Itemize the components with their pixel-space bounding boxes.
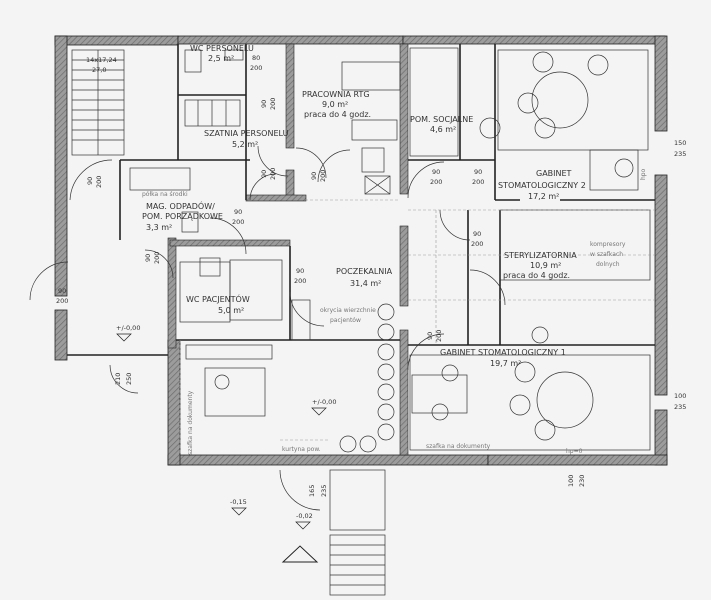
entrance-arrow-icon xyxy=(281,545,319,563)
elevation-e2: +/-0,00 xyxy=(312,398,336,406)
svg-text:200: 200 xyxy=(95,176,103,188)
door-label: 235 xyxy=(674,403,686,411)
room-wc-patient-name: WC PACJENTÓW xyxy=(186,293,250,304)
room-cabinet1-name: GABINET STOMATOLOGICZNY 1 xyxy=(440,348,566,357)
room-waste-area: 3,3 m² xyxy=(146,223,172,232)
room-waste-name2: POM. PORZĄDKOWE xyxy=(142,212,223,221)
door-label: 200 xyxy=(430,178,442,186)
room-locker-name: SZATNIA PERSONELU xyxy=(204,129,289,138)
door-label: 200 xyxy=(294,277,306,285)
annotation-cabinet-docs: szafka na dokumenty xyxy=(187,390,194,455)
elevation-labels: +/-0,00 +/-0,00 -0,15 -0,02 xyxy=(116,324,336,520)
svg-text:200: 200 xyxy=(153,252,161,264)
annotation-coats2: okrycia wierzchnie xyxy=(320,307,376,314)
room-cabinet2-area: 17,2 m² xyxy=(528,192,559,201)
annotation-hp0: hp=0 xyxy=(566,448,583,455)
annotations: półka na środki okrycia wierzchnie pacje… xyxy=(142,168,647,455)
door-label: 200 xyxy=(56,297,68,305)
svg-text:210: 210 xyxy=(114,373,122,385)
stairs-label: 14x17,24 xyxy=(86,56,117,64)
door-label: 90 xyxy=(58,287,66,295)
room-waiting-area: 31,4 m² xyxy=(350,279,381,288)
room-wc-patient-area: 5,0 m² xyxy=(218,306,244,315)
room-cabinet1-area: 19,7 m² xyxy=(490,359,521,368)
svg-text:100: 100 xyxy=(567,475,575,487)
svg-text:90: 90 xyxy=(260,170,268,178)
door-labels-vertical: 90 200 90 200 90 200 90 200 90 200 90 20… xyxy=(86,98,586,497)
svg-text:235: 235 xyxy=(320,485,328,497)
door-label: 90 xyxy=(432,168,440,176)
svg-text:200: 200 xyxy=(269,98,277,110)
interior-walls xyxy=(167,43,409,456)
room-sterilization-name: STERYLIZATORNIA xyxy=(504,251,577,260)
door-labels: 80 200 90 200 90 200 90 200 90 200 90 20… xyxy=(56,54,686,411)
door-label: 90 xyxy=(234,208,242,216)
exterior-walls xyxy=(54,35,668,466)
elevation-e3: -0,15 xyxy=(230,498,247,506)
svg-text:90: 90 xyxy=(310,172,318,180)
svg-text:90: 90 xyxy=(144,254,152,262)
annotation-coats3: pacjentów xyxy=(330,317,361,324)
room-sterilization-area: 10,9 m² xyxy=(530,261,561,270)
svg-text:90: 90 xyxy=(426,332,434,340)
door-label: 200 xyxy=(232,218,244,226)
svg-text:200: 200 xyxy=(319,170,327,182)
svg-text:200: 200 xyxy=(435,330,443,342)
svg-text:250: 250 xyxy=(125,373,133,385)
room-office-name: PRACOWNIA RTG xyxy=(302,90,370,99)
annotation-compressor2: w szafkach xyxy=(590,251,623,258)
room-waste-name: MAG. ODPADÓW/ xyxy=(146,200,215,211)
elevation-markers xyxy=(116,333,327,530)
elevation-e1: +/-0,00 xyxy=(116,324,140,332)
stairs-value: 27,0 xyxy=(92,66,106,74)
door-label: 200 xyxy=(472,178,484,186)
room-wc-staff-area: 2,5 m² xyxy=(208,54,234,63)
annotation-hpo: hpo xyxy=(640,168,647,180)
door-label: 90 xyxy=(474,168,482,176)
svg-text:165: 165 xyxy=(308,485,316,497)
room-social-name: POM. SOCJALNE xyxy=(410,115,473,124)
room-labels: WC PERSONELU 2,5 m² PRACOWNIA RTG 9,0 m²… xyxy=(142,44,586,368)
room-office-note: praca do 4 godz. xyxy=(304,110,371,119)
room-locker-area: 5,2 m² xyxy=(232,140,258,149)
room-sterilization-note: praca do 4 godz. xyxy=(503,271,570,280)
door-label: 200 xyxy=(250,64,262,72)
annotation-shelf: półka na środki xyxy=(142,191,188,198)
annotation-compressor: kompresory xyxy=(590,241,626,248)
door-label: 200 xyxy=(471,240,483,248)
door-label: 100 xyxy=(674,392,686,400)
door-label: 235 xyxy=(674,150,686,158)
svg-text:200: 200 xyxy=(269,168,277,180)
svg-text:230: 230 xyxy=(578,475,586,487)
svg-text:90: 90 xyxy=(260,100,268,108)
door-label: 150 xyxy=(674,139,686,147)
elevation-e4: -0,02 xyxy=(296,512,313,520)
annotation-curtain: kurtyna pow. xyxy=(282,446,321,453)
door-label: 90 xyxy=(296,267,304,275)
room-wc-staff-name: WC PERSONELU xyxy=(190,44,254,53)
annotation-compressor3: dolnych xyxy=(596,261,620,268)
door-swings xyxy=(29,145,506,511)
furniture xyxy=(129,47,651,596)
door-label: 90 xyxy=(473,230,481,238)
partitions xyxy=(67,44,655,356)
dashed-lines xyxy=(179,199,655,455)
room-waiting-name: POCZEKALNIA xyxy=(336,267,393,276)
room-cabinet2-name2: STOMATOLOGICZNY 2 xyxy=(498,181,586,190)
room-office-area: 9,0 m² xyxy=(322,100,348,109)
staircase xyxy=(71,49,125,156)
room-social-area: 4,6 m² xyxy=(430,125,456,134)
room-cabinet2-name: GABINET xyxy=(536,169,572,178)
door-label: 80 xyxy=(252,54,260,62)
annotation-cabinet-docs2: szafka na dokumenty xyxy=(426,443,491,450)
svg-text:90: 90 xyxy=(86,177,94,185)
